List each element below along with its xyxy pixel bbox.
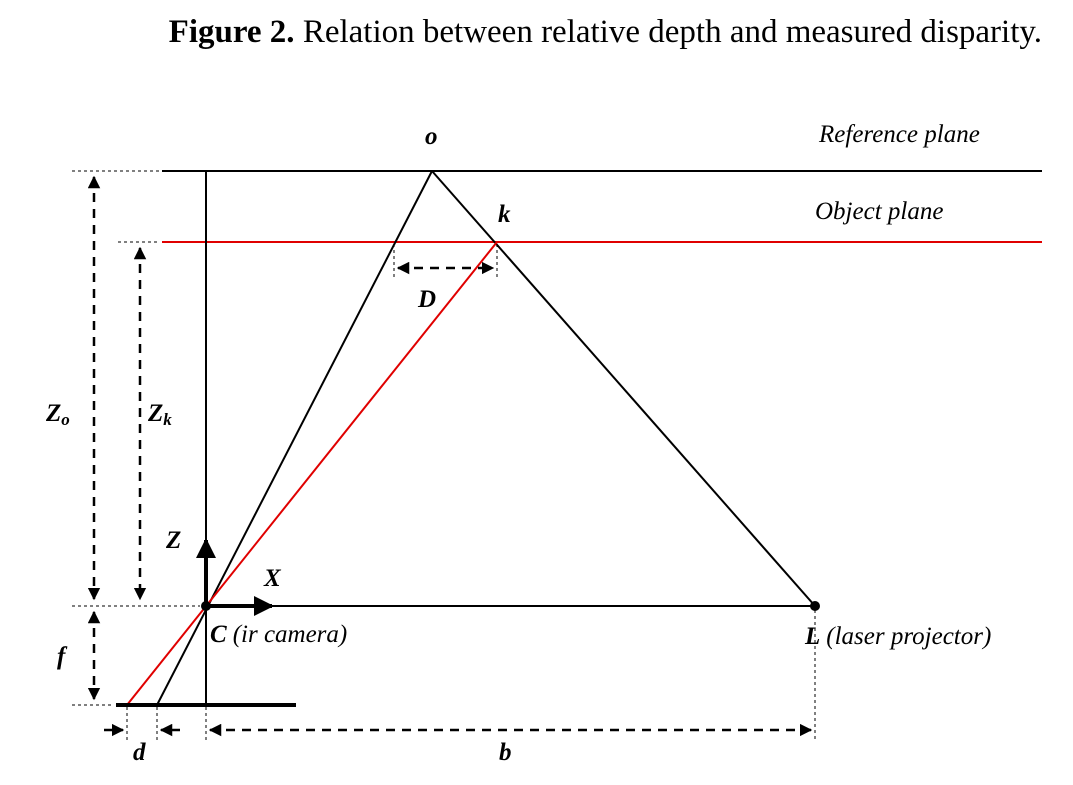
camera-point xyxy=(201,601,211,611)
label-b: b xyxy=(499,739,512,766)
label-zk: Zk xyxy=(147,400,172,429)
ray-o-to-l xyxy=(431,170,816,607)
laser-point xyxy=(810,601,820,611)
ray-o-to-image xyxy=(156,170,433,706)
label-x-axis: X xyxy=(263,565,282,592)
label-k: k xyxy=(498,201,511,228)
label-o: o xyxy=(425,123,438,150)
label-camera: C(ir camera) xyxy=(210,621,347,648)
figure-title: Figure 2. Relation between relative dept… xyxy=(0,14,1073,51)
figure-label: Figure 2. xyxy=(168,14,295,50)
label-z-axis: Z xyxy=(165,527,181,554)
ray-k-to-image xyxy=(126,241,498,706)
figure-caption: Relation between relative depth and meas… xyxy=(302,14,1042,50)
label-f: f xyxy=(57,643,68,670)
label-D: D xyxy=(417,286,436,313)
label-laser: L(laser projector) xyxy=(804,623,991,650)
label-object-plane: Object plane xyxy=(815,198,943,225)
label-reference-plane: Reference plane xyxy=(818,121,980,148)
label-d: d xyxy=(133,739,146,766)
label-zo: Zo xyxy=(45,400,70,429)
